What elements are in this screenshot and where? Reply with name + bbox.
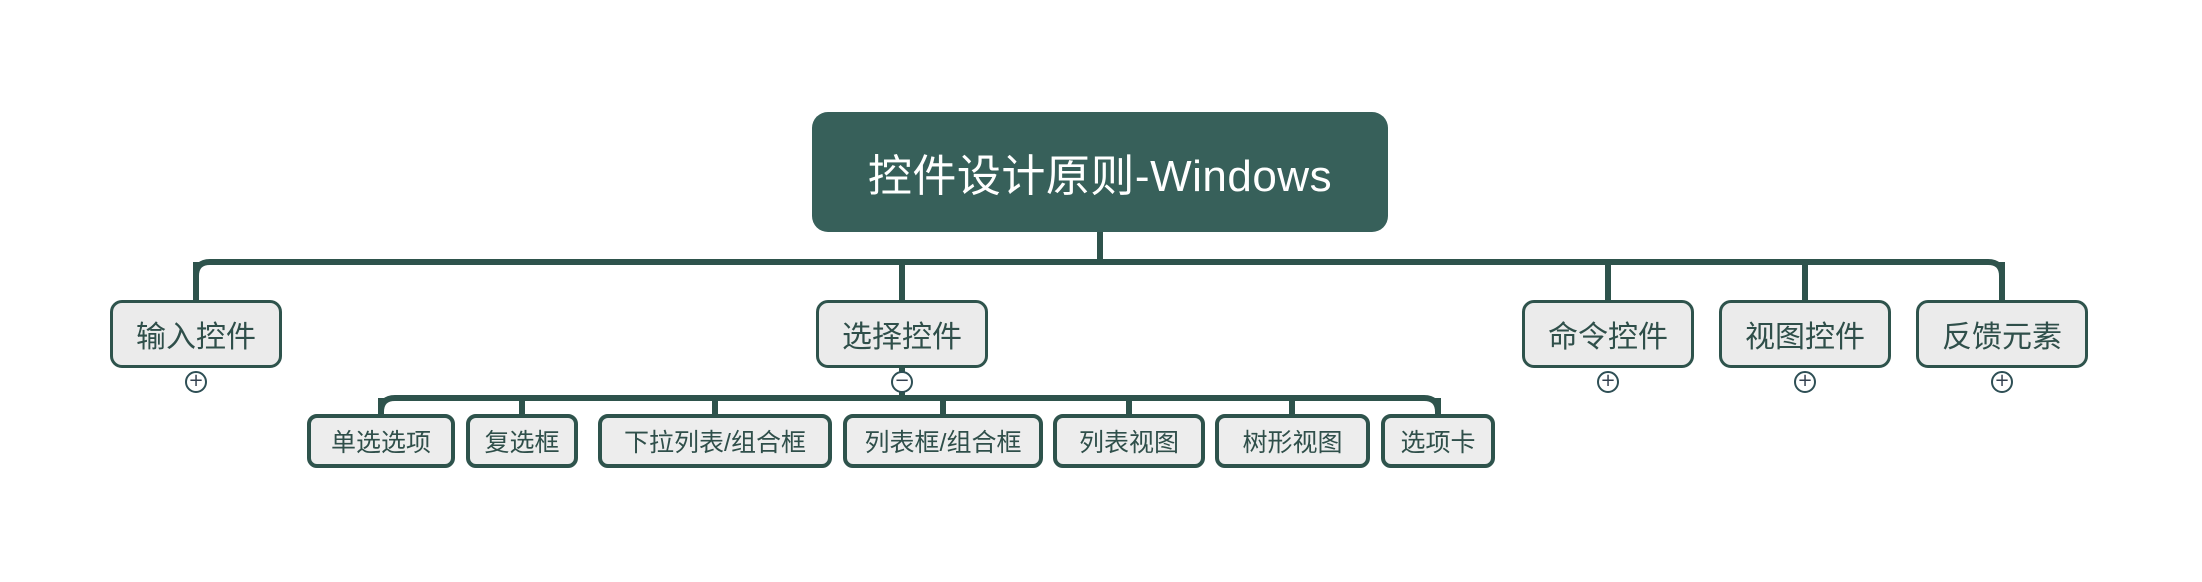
branch-node-feedback-elements[interactable]: 反馈元素 [1916,300,2088,368]
expand-toggle-glyph-input-controls: + [188,370,204,391]
branch-node-selection-controls[interactable]: 选择控件 [816,300,988,368]
leaf-node-radio-option[interactable]: 单选选项 [307,414,455,468]
expand-toggle-command-controls[interactable]: + [1597,371,1619,393]
collapse-toggle-selection-controls[interactable]: − [891,371,913,393]
expand-toggle-input-controls[interactable]: + [185,371,207,393]
edge-level2-bus [378,395,1441,413]
expand-toggle-glyph-view-controls: + [1797,370,1813,391]
leaf-node-list-view[interactable]: 列表视图 [1053,414,1205,468]
leaf-node-tree-view[interactable]: 树形视图 [1215,414,1370,468]
edge-level1-bus [193,259,2005,277]
branch-node-input-controls[interactable]: 输入控件 [110,300,282,368]
branch-node-view-controls[interactable]: 视图控件 [1719,300,1891,368]
expand-toggle-view-controls[interactable]: + [1794,371,1816,393]
root-node[interactable]: 控件设计原则-Windows [812,112,1388,232]
expand-toggle-feedback-elements[interactable]: + [1991,371,2013,393]
leaf-node-tab-control[interactable]: 选项卡 [1381,414,1495,468]
leaf-node-dropdown-combo[interactable]: 下拉列表/组合框 [598,414,832,468]
expand-toggle-glyph-command-controls: + [1600,370,1616,391]
branch-node-command-controls[interactable]: 命令控件 [1522,300,1694,368]
collapse-toggle-glyph-selection-controls: − [894,370,910,391]
expand-toggle-glyph-feedback-elements: + [1994,370,2010,391]
leaf-node-listbox-combo[interactable]: 列表框/组合框 [843,414,1043,468]
leaf-node-checkbox[interactable]: 复选框 [466,414,578,468]
